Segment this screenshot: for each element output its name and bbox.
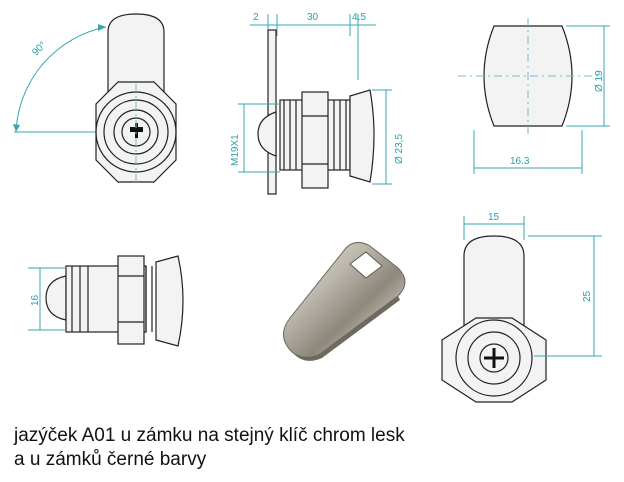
back-body-inner bbox=[467, 331, 521, 385]
thread-lines bbox=[283, 100, 347, 170]
back-screw bbox=[479, 343, 509, 373]
thread-label: M19X1 bbox=[230, 134, 241, 166]
cam-photo-square-hole bbox=[349, 251, 383, 279]
height-16-label: 16 bbox=[30, 294, 41, 306]
back-body-outer bbox=[455, 319, 533, 397]
lower-hex-nut bbox=[117, 255, 145, 345]
lower-thread-lines bbox=[71, 266, 153, 332]
caption-line-1: jazýček A01 u zámku na stejný klíč chrom… bbox=[14, 425, 405, 446]
arc-arrow-bottom bbox=[13, 124, 20, 132]
lower-side-view: 16 bbox=[28, 255, 184, 347]
height-25-label: 25 bbox=[582, 290, 593, 302]
arc-arrow-top bbox=[98, 24, 106, 31]
cam-photo bbox=[283, 242, 406, 361]
angle-label: 90° bbox=[30, 40, 48, 58]
caption-line-2: a u zámků černé barvy bbox=[14, 449, 207, 470]
lower-screw-head bbox=[45, 275, 67, 321]
diameter-23-5-label: Ø 23,5 bbox=[394, 134, 405, 164]
rotation-arc bbox=[15, 26, 107, 133]
screw-head-side bbox=[257, 111, 277, 157]
lower-flange bbox=[155, 255, 184, 347]
dim-4-5-label: 4.5 bbox=[352, 12, 366, 23]
width-15-label: 15 bbox=[488, 212, 500, 223]
dim-2-label: 2 bbox=[253, 12, 259, 23]
caption: jazýček A01 u zámku na stejný klíč chrom… bbox=[14, 424, 614, 472]
front-view: 90° bbox=[13, 13, 177, 183]
cam-tongue bbox=[107, 13, 165, 93]
dim-30-label: 30 bbox=[307, 12, 319, 23]
back-view: 15 25 bbox=[441, 212, 602, 403]
phillips-screw-icon bbox=[484, 348, 504, 368]
width-16-3-label: 16.3 bbox=[510, 156, 530, 167]
front-flange bbox=[349, 89, 375, 183]
side-view: 2 30 4.5 M19X1 Ø 23,5 bbox=[230, 12, 405, 195]
cam-view: Ø 19 16.3 bbox=[458, 18, 610, 174]
hex-nut-side bbox=[301, 91, 329, 189]
keyway-icon bbox=[130, 123, 143, 138]
diameter-19-label: Ø 19 bbox=[594, 70, 605, 92]
back-cam-tongue bbox=[463, 235, 525, 331]
